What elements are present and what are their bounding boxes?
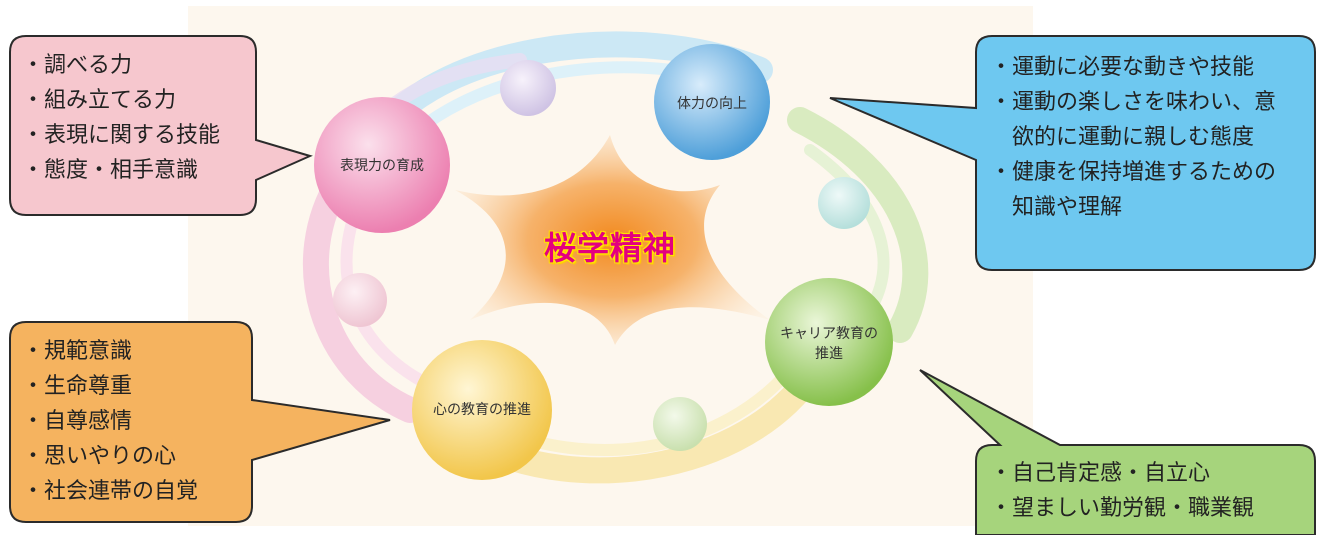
callout-item: ・生命尊重	[22, 374, 133, 399]
callout-item: ・自尊感情	[22, 409, 133, 434]
callout-career-bubble	[919, 369, 1316, 535]
connector-circle	[333, 273, 387, 327]
node-career	[765, 278, 893, 406]
callout-expression-bubble	[9, 35, 313, 216]
callout-item: ・望ましい勤労観・職業観	[990, 496, 1255, 521]
node-heart	[412, 340, 552, 480]
callout-item: ・規範意識	[22, 339, 133, 364]
node-heart-label: 心の教育の推進	[433, 402, 531, 418]
callout-item: ・運動に必要な動きや技能	[990, 55, 1255, 80]
center-star	[455, 135, 770, 345]
node-career-label-line1: キャリア教育の	[780, 326, 878, 342]
callout-item: ・調べる力	[22, 53, 133, 78]
connector-circle	[818, 177, 870, 229]
callout-item: ・態度・相手意識	[22, 158, 199, 183]
callout-expression-text: ・調べる力 ・組み立てる力 ・表現に関する技能 ・態度・相手意識	[22, 48, 220, 188]
callout-item: 知識や理解	[990, 195, 1123, 220]
connector-circle	[653, 397, 707, 451]
callout-heart-text: ・規範意識 ・生命尊重 ・自尊感情 ・思いやりの心 ・社会連帯の自覚	[22, 334, 198, 509]
callout-item: 欲的に運動に親しむ態度	[990, 125, 1255, 150]
callout-item: ・思いやりの心	[22, 444, 177, 469]
node-expression	[314, 97, 450, 233]
callout-item: ・健康を保持増進するための	[990, 160, 1277, 185]
callout-item: ・運動の楽しさを味わい、意	[990, 90, 1277, 115]
node-physical-label: 体力の向上	[677, 96, 747, 112]
node-expression-label: 表現力の育成	[340, 158, 424, 174]
connector-circle	[500, 60, 556, 116]
callout-item: ・社会連帯の自覚	[22, 479, 199, 504]
node-career-label: キャリア教育の 推進	[780, 324, 878, 364]
callout-physical-text: ・運動に必要な動きや技能 ・運動の楽しさを味わい、意 欲的に運動に親しむ態度 ・…	[990, 50, 1276, 225]
callout-career-text: ・自己肯定感・自立心 ・望ましい勤労観・職業観	[990, 456, 1254, 526]
center-title: 桜学精神	[543, 229, 677, 267]
callout-item: ・自己肯定感・自立心	[990, 461, 1211, 486]
node-career-label-line2: 推進	[815, 346, 843, 362]
callout-item: ・表現に関する技能	[22, 123, 221, 148]
node-physical	[654, 44, 770, 160]
callout-heart-bubble	[9, 321, 391, 523]
callout-item: ・組み立てる力	[22, 88, 177, 113]
callout-physical-bubble	[829, 35, 1316, 271]
